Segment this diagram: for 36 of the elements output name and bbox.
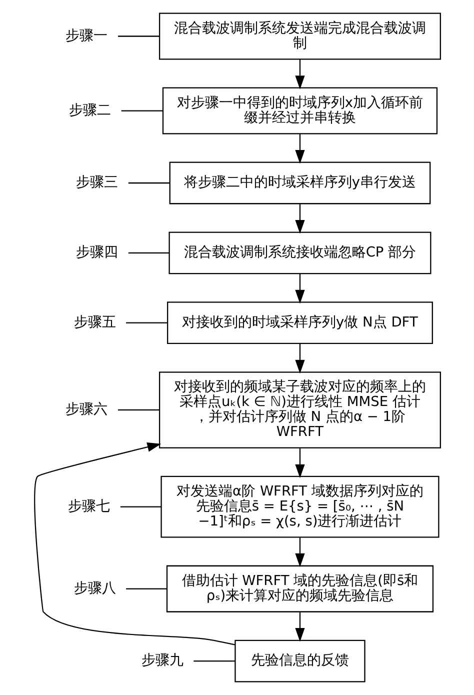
node-box: 借助估计 WFRFT 域的先验信息(即s̄和ρₛ)来计算对应的频域先验信息	[166, 565, 434, 612]
arrow	[294, 59, 304, 90]
connector	[128, 252, 169, 254]
arrow	[294, 344, 304, 374]
node-text: 步骤三	[76, 174, 118, 191]
node-text: 步骤八	[73, 580, 116, 596]
connector	[193, 660, 235, 662]
arrow	[294, 612, 304, 642]
connector	[126, 588, 166, 590]
node-box: 混合载波调制系统发送端完成混合载波调制	[158, 12, 440, 60]
connector	[126, 322, 167, 324]
connector	[118, 36, 159, 37]
connector	[128, 182, 170, 184]
connector	[118, 409, 159, 411]
arrow	[294, 538, 304, 568]
node-text: 步骤五	[73, 314, 116, 330]
node-text: 步骤六	[65, 402, 108, 418]
arrow	[294, 274, 304, 304]
connector	[120, 506, 161, 508]
node-text: 步骤九	[140, 652, 183, 669]
node-box: 先验信息的反馈	[234, 640, 365, 682]
node-box: 对接收到的频域某子载波对应的频率上的采样点uₖ(k ∈ ℕ)进行线性 MMSE 估计，并对估计序列做 N 点的α − 1阶 WFRFT	[158, 372, 440, 448]
node-text: 步骤二	[68, 102, 111, 118]
node-box: 混合载波调制系统接收端忽略CP 部分	[168, 232, 431, 274]
arrow	[294, 448, 304, 478]
node-box: 对发送端α阶 WFRFT 域数据序列对应的先验信息s̄ = E{s} = [s̄₀, ⋯ , s̄N−1]ᵗ和ρₛ = χ(s, s)进行渐进估计	[160, 476, 439, 538]
arrow	[34, 442, 234, 646]
node-box: 对接收到的时域采样序列y做 N点 DFT	[166, 302, 432, 344]
node-text: 步骤四	[76, 244, 118, 260]
connector	[120, 110, 162, 112]
node-text: 步骤一	[65, 28, 108, 44]
arrow	[294, 134, 304, 164]
arrow	[294, 204, 304, 234]
node-box: 将步骤二中的时域采样序列y串行发送	[168, 162, 430, 204]
node-box: 对步骤一中得到的时域序列x加入循环前缀并经过并串转换	[162, 87, 438, 134]
node-text: 步骤七	[68, 498, 110, 514]
